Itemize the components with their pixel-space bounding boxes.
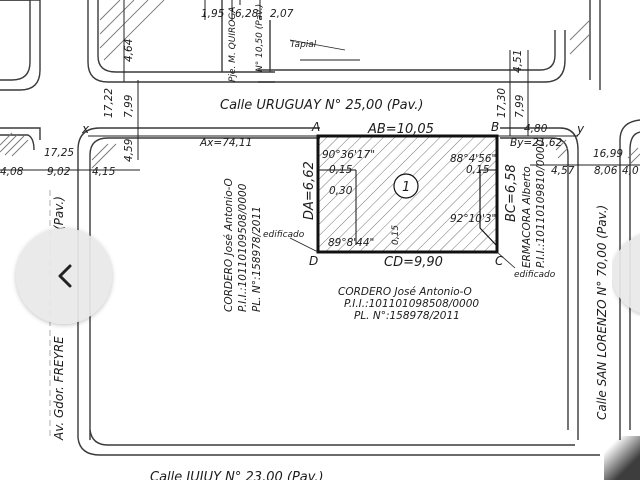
street-bottom-label: Calle JUJUY N° 23,00 (Pav.) xyxy=(150,470,324,480)
point-c: C xyxy=(495,254,504,268)
offset-3: 0,15 xyxy=(466,164,490,176)
lot-da: DA=6,62 xyxy=(302,161,317,220)
next-image-button[interactable] xyxy=(612,232,640,316)
v-dim-right-3: 7,99 xyxy=(514,94,526,118)
point-a: A xyxy=(311,120,320,134)
angle-c: 92°10'3" xyxy=(450,213,496,225)
v-dim-left-4: 4,59 xyxy=(123,138,135,162)
v-dim-left-1: 4,64 xyxy=(123,39,135,62)
side-dim-right-b: 4,57 xyxy=(551,165,575,177)
offset-2: 0,30 xyxy=(329,185,353,197)
point-b: B xyxy=(491,120,499,134)
point-x: x xyxy=(81,122,90,136)
side-dim-left-d: 4,15 xyxy=(92,166,116,178)
street-left-pav-label: (Pav.) xyxy=(52,196,66,230)
offset-1: 0,15 xyxy=(329,164,353,176)
angle-b: 88°4'56" xyxy=(450,153,496,165)
built-right: edificado xyxy=(514,270,556,280)
owner-left-name: CORDERO José Antonio-O xyxy=(223,178,235,312)
lot-cd: CD=9,90 xyxy=(384,255,443,270)
tapial-label: Tapial xyxy=(290,40,317,50)
lot-bc: BC=6,58 xyxy=(504,164,519,222)
passage-name: Pje. M. QUIROGA xyxy=(228,7,238,82)
top-dim-3: 2,07 xyxy=(270,8,294,20)
owner-left-pl: PL. N°:158978/2011 xyxy=(251,206,263,312)
side-dim-right-a: 16,99 xyxy=(593,148,623,160)
street-right-label: Calle SAN LORENZO N° 70,00 (Pav.) xyxy=(595,205,609,420)
lot-number: 1 xyxy=(402,180,410,195)
side-dim-left-b: 4,08 xyxy=(0,166,24,178)
v-dim-right-4: 4,80 xyxy=(524,123,548,135)
owner-right-pii: P.I.I.:10110109810/0000 xyxy=(535,139,547,268)
street-top-label: Calle URUGUAY N° 25,00 (Pav.) xyxy=(220,98,423,113)
offset-4: 0,15 xyxy=(391,225,401,245)
angle-a: 90°36'17" xyxy=(322,149,375,161)
side-dim-right-c: 8,06 xyxy=(594,165,618,177)
corner-hatching xyxy=(0,0,640,169)
point-y: y xyxy=(576,122,585,136)
top-dim-1: 1,95 xyxy=(201,8,225,20)
side-dim-left-c: 9,02 xyxy=(47,166,71,178)
v-dim-left-3: 7,99 xyxy=(123,94,135,118)
next-button-circle xyxy=(612,232,640,316)
chevron-left-icon xyxy=(58,264,72,288)
owner-center-pl: PL. N°:158978/2011 xyxy=(354,310,460,322)
owner-center-name: CORDERO José Antonio-O xyxy=(338,286,472,298)
corner-shadow xyxy=(604,436,640,480)
owner-center-pii: P.I.I.:101101098508/0000 xyxy=(344,298,479,310)
previous-image-button[interactable] xyxy=(16,228,112,324)
owner-left-pii: P.I.I.:10110109508/0000 xyxy=(237,183,249,312)
v-dim-right-2: 17,30 xyxy=(496,88,508,118)
passage-width: N° 10,50 (Pav.) xyxy=(255,4,265,72)
point-by: By=21,62 xyxy=(510,137,563,149)
v-dim-left-2: 17,22 xyxy=(103,88,115,118)
point-ax: Ax=74,11 xyxy=(199,137,252,149)
side-dim-right-d: 4,0 xyxy=(622,165,639,177)
owner-right-name: ERMACORA Alberto xyxy=(521,166,533,268)
angle-d: 89°8'44" xyxy=(328,237,374,249)
v-dim-right-1: 4,51 xyxy=(512,50,524,73)
side-dim-left-a: 17,25 xyxy=(44,147,74,159)
street-left-label: Av. Gdor. FREYRE xyxy=(52,336,66,441)
top-dim-2: 6,28 xyxy=(235,8,259,20)
built-left: edificado xyxy=(263,230,305,240)
lot-ab: AB=10,05 xyxy=(367,122,434,137)
point-d: D xyxy=(309,254,318,268)
